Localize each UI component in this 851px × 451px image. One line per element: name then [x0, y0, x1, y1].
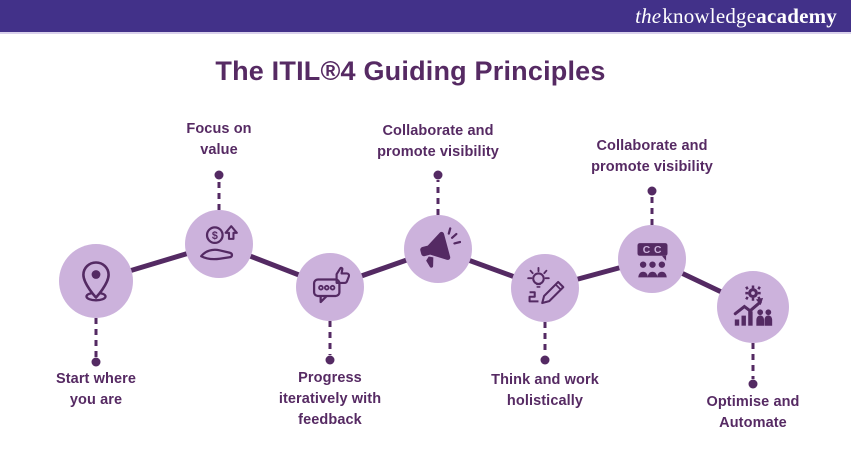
node-optimise-automate — [717, 271, 789, 343]
node-label-focus-on-value: Focus on value — [186, 121, 252, 158]
svg-text:C: C — [642, 245, 650, 256]
node-label-collaborate-visibility-1: Collaborate and promote visibility — [377, 123, 499, 160]
brand-logo-academy: academy — [756, 3, 837, 28]
leader-end-dots — [91, 170, 758, 389]
coin-hand-icon: $ — [199, 224, 238, 260]
svg-text:$: $ — [211, 230, 217, 242]
node-label-optimise-automate: Optimise and Automate — [706, 394, 800, 431]
node-think-work-holistically — [511, 254, 579, 322]
page-title: The ITIL®4 Guiding Principles — [215, 56, 606, 86]
node-collaborate-visibility-1 — [404, 215, 472, 283]
node-progress-iteratively — [296, 253, 364, 321]
brand-logo-knowledge: knowledge — [662, 3, 757, 28]
node-label-progress-iteratively: Progress iteratively with feedback — [278, 370, 382, 428]
location-pin-icon — [82, 261, 110, 302]
node-start-where-you-are — [59, 244, 133, 318]
svg-text:C: C — [653, 245, 661, 256]
node-focus-on-value: $ — [185, 210, 253, 278]
header-bar: theknowledgeacademy — [0, 0, 851, 34]
node-collaborate-visibility-2: C C — [618, 225, 686, 293]
idea-pencil-icon — [526, 266, 564, 304]
team-discussion-icon: C C — [637, 242, 667, 277]
node-label-think-work-holistically: Think and work holistically — [491, 372, 599, 409]
node-label-collaborate-visibility-2: Collaborate and promote visibility — [591, 138, 713, 175]
brand-logo: theknowledgeacademy — [635, 3, 837, 28]
brand-logo-the: the — [635, 3, 662, 28]
node-label-start-where-you-are: Start where you are — [55, 371, 137, 408]
optimise-chart-icon — [733, 285, 773, 326]
feedback-thumbs-up-icon — [312, 266, 350, 303]
megaphone-icon — [419, 226, 461, 268]
dashed-label-leaders — [94, 180, 755, 379]
